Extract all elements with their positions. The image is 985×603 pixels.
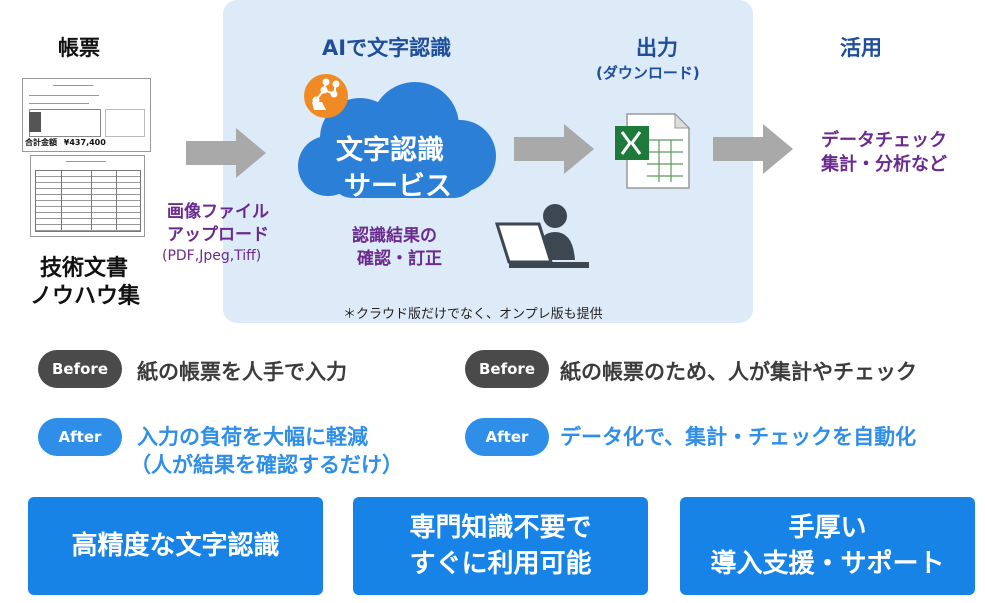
feature-easy-line1: 専門知識不要で xyxy=(409,513,592,543)
before-badge-right: Before xyxy=(465,350,549,388)
right-before-text: 紙の帳票のため、人が集計やチェック xyxy=(560,360,917,384)
feature-support-line2: 導入支援・サポート xyxy=(710,549,945,579)
upload-line1: 画像ファイル xyxy=(167,202,269,222)
after-badge-left: After xyxy=(38,418,122,456)
upload-formats: (PDF,Jpeg,Tiff) xyxy=(162,248,262,264)
ai-network-icon xyxy=(304,74,348,118)
tech-docs-line1: 技術文書 xyxy=(40,256,129,281)
excel-file-icon xyxy=(615,112,691,189)
feature-support-line1: 手厚い xyxy=(788,513,867,543)
feature-accuracy-text: 高精度な文字認識 xyxy=(71,531,280,561)
arrow-to-use xyxy=(713,124,793,174)
cloud-icon xyxy=(298,82,496,198)
person-laptop-icon xyxy=(495,204,589,268)
left-after-text2: （人が結果を確認するだけ） xyxy=(130,453,403,477)
arrow-to-output xyxy=(514,124,594,174)
feature-support: 手厚い 導入支援・サポート xyxy=(680,497,975,595)
header-ai: AIで文字認識 xyxy=(322,36,452,60)
feature-easy-line2: すぐに利用可能 xyxy=(409,549,592,579)
invoice-total-label: 合計金額 xyxy=(25,138,57,147)
review-line2: 確認・訂正 xyxy=(357,249,442,269)
header-use: 活用 xyxy=(840,36,882,60)
review-line1: 認識結果の xyxy=(352,226,437,246)
header-output-sub: (ダウンロード) xyxy=(596,64,700,82)
after-badge-right: After xyxy=(465,418,549,456)
table-form-image xyxy=(30,155,145,237)
feature-accuracy: 高精度な文字認識 xyxy=(28,497,323,595)
right-after-text: データ化で、集計・チェックを自動化 xyxy=(560,425,917,449)
invoice-form-image: 合計金額 ¥437,400 xyxy=(22,78,151,152)
invoice-total-value: ¥437,400 xyxy=(63,138,106,147)
onprem-note: ＊クラウド版だけでなく、オンプレ版も提供 xyxy=(343,307,603,322)
header-forms: 帳票 xyxy=(58,36,100,60)
tech-docs-line2: ノウハウ集 xyxy=(30,284,141,309)
arrow-to-ai xyxy=(186,128,266,178)
use-line1: データチェック xyxy=(821,130,947,151)
feature-easy: 専門知識不要で すぐに利用可能 xyxy=(353,497,648,595)
header-output: 出力 xyxy=(636,36,678,60)
cloud-text-line2: サービス xyxy=(344,171,452,202)
left-after-text1: 入力の負荷を大幅に軽減 xyxy=(137,425,368,449)
cloud-text-line1: 文字認識 xyxy=(336,135,444,166)
upload-line2: アップロード xyxy=(167,225,269,245)
before-badge-left: Before xyxy=(38,350,122,388)
left-before-text: 紙の帳票を人手で入力 xyxy=(137,360,347,384)
use-line2: 集計・分析など xyxy=(821,154,947,175)
